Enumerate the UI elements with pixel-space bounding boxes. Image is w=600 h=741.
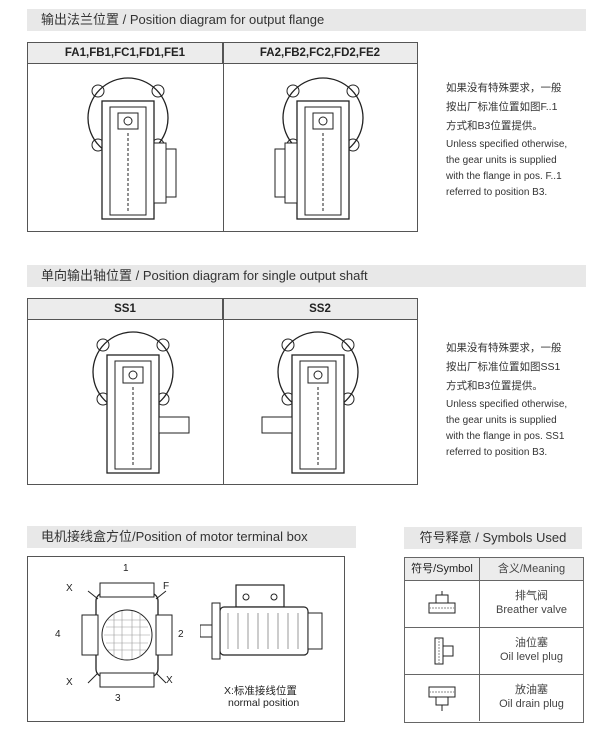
terminal-label-2: 2 [178,629,184,640]
oil-drain-plug-icon [428,686,456,711]
gearbox-fa2-drawing [274,77,364,220]
terminal-label-x-tl: X [66,583,73,594]
col-header-ss1: SS1 [114,303,136,315]
terminal-label-3: 3 [115,693,121,704]
output-flange-note: 如果没有特殊要求，一般 按出厂标准位置如图F..1 方式和B3位置提供。 Unl… [446,82,568,198]
symbol-en-label: Oil level plug [500,651,563,663]
terminal-box-panel: 1 2 3 4 F X X X X:标准接线位置 normal position [27,556,345,722]
terminal-caption-cn: X:标准接线位置 [224,685,297,697]
terminal-label-4: 4 [55,629,61,640]
symbols-col-symbol: 符号/Symbol [405,558,480,580]
motor-side-view [200,584,323,660]
section-output-flange-title: 输出法兰位置 / Position diagram for output fla… [27,9,586,31]
output-flange-table: FA1,FB1,FC1,FD1,FE1 FA2,FB2,FC2,FD2,FE2 [27,42,418,232]
symbol-row: 排气阀 Breather valve [405,581,583,628]
breather-valve-icon [428,591,456,614]
symbol-cn-label: 放油塞 [515,684,548,696]
gearbox-fa1-drawing [87,77,177,220]
symbol-en-label: Breather valve [496,604,567,616]
gearbox-ss2-drawing [261,331,359,474]
terminal-label-x-br: X [166,675,173,686]
section-terminal-box-title: 电机接线盒方位/Position of motor terminal box [27,526,356,548]
symbol-en-label: Oil drain plug [499,698,564,710]
gearbox-ss1-drawing [92,331,190,474]
oil-level-plug-icon [434,637,454,665]
symbols-col-meaning: 含义/Meaning [497,563,566,575]
symbol-row: 油位塞 Oil level plug [405,628,583,675]
terminal-caption-en: normal position [228,697,300,709]
symbol-row: 放油塞 Oil drain plug [405,675,583,721]
symbol-cn-label: 油位塞 [515,637,548,649]
terminal-label-1: 1 [123,563,129,574]
output-shaft-note: 如果没有特殊要求，一般 按出厂标准位置如图SS1 方式和B3位置提供。 Unle… [446,342,568,458]
symbols-table: 符号/Symbol 含义/Meaning 排气阀 Breather valve [404,557,584,723]
terminal-label-x-bl: X [66,677,73,688]
col-header-fa1: FA1,FB1,FC1,FD1,FE1 [64,47,186,59]
terminal-label-f: F [163,581,170,592]
col-header-fa2: FA2,FB2,FC2,FD2,FE2 [222,43,417,63]
symbols-title: 符号释意 / Symbols Used [404,527,582,549]
symbol-cn-label: 排气阀 [515,590,548,602]
col-header-ss2: SS2 [222,299,417,319]
section-output-shaft-title: 单向输出轴位置 / Position diagram for single ou… [27,265,586,287]
output-shaft-table: SS1 SS2 [27,298,418,485]
terminal-box-front-diagram [81,582,173,688]
